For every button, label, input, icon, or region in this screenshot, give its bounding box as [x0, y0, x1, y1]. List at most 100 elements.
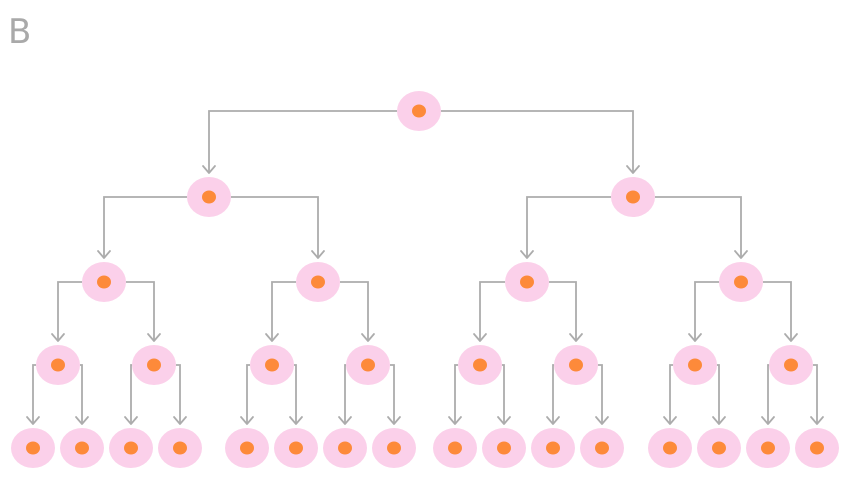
cell-nucleus — [361, 358, 375, 372]
connector-line — [344, 364, 346, 424]
arrowhead-icon — [473, 333, 487, 342]
connector-line — [669, 364, 673, 424]
connector-line — [57, 281, 82, 341]
arrowhead-icon — [26, 416, 40, 425]
cell — [531, 428, 575, 468]
cell-nucleus — [202, 190, 216, 204]
arrowhead-icon — [202, 165, 216, 174]
panel-label: B — [8, 12, 32, 52]
cell — [11, 428, 55, 468]
connector-line — [763, 281, 792, 341]
arrowhead-icon — [361, 333, 375, 342]
arrowhead-icon — [173, 416, 187, 425]
arrowhead-icon — [51, 333, 65, 342]
cell — [296, 262, 340, 302]
cell — [397, 91, 441, 131]
cell-nucleus — [546, 441, 560, 455]
cell-nucleus — [761, 441, 775, 455]
cell — [346, 345, 390, 385]
connector-line — [231, 196, 319, 258]
cell-nucleus — [712, 441, 726, 455]
cell-nucleus — [26, 441, 40, 455]
cell — [225, 428, 269, 468]
connector-line — [80, 364, 83, 424]
connector-line — [598, 364, 603, 424]
cell-nucleus — [663, 441, 677, 455]
cell-nucleus — [595, 441, 609, 455]
cell-nucleus — [124, 441, 138, 455]
arrowhead-icon — [595, 416, 609, 425]
cell — [697, 428, 741, 468]
connector-line — [526, 196, 611, 258]
cell — [554, 345, 598, 385]
connector-line — [340, 281, 369, 341]
arrowhead-icon — [520, 250, 534, 259]
connector-line — [694, 281, 719, 341]
cell-nucleus — [626, 190, 640, 204]
arrowhead-icon — [338, 416, 352, 425]
arrowhead-icon — [784, 333, 798, 342]
cell-nucleus — [569, 358, 583, 372]
connectors — [26, 110, 824, 425]
arrowhead-icon — [688, 333, 702, 342]
arrowhead-icon — [240, 416, 254, 425]
cell — [372, 428, 416, 468]
cell — [673, 345, 717, 385]
arrowhead-icon — [75, 416, 89, 425]
cell-nucleus — [240, 441, 254, 455]
connector-line — [454, 364, 458, 424]
cell — [109, 428, 153, 468]
arrowhead-icon — [448, 416, 462, 425]
cell-nucleus — [497, 441, 511, 455]
arrowhead-icon — [311, 250, 325, 259]
cell — [458, 345, 502, 385]
cell — [482, 428, 526, 468]
cell-nucleus — [784, 358, 798, 372]
arrowhead-icon — [810, 416, 824, 425]
cell — [746, 428, 790, 468]
arrowhead-icon — [289, 416, 303, 425]
cell — [795, 428, 839, 468]
connector-line — [294, 364, 297, 424]
arrowhead-icon — [626, 165, 640, 174]
arrowhead-icon — [712, 416, 726, 425]
connector-line — [176, 364, 181, 424]
cell — [250, 345, 294, 385]
connector-line — [502, 364, 505, 424]
connector-line — [390, 364, 395, 424]
cell — [580, 428, 624, 468]
connector-line — [441, 110, 634, 173]
connector-line — [32, 364, 36, 424]
arrowhead-icon — [265, 333, 279, 342]
connector-line — [479, 281, 505, 341]
cell-nucleus — [338, 441, 352, 455]
cell-nucleus — [75, 441, 89, 455]
connector-line — [767, 364, 769, 424]
cell-nucleus — [265, 358, 279, 372]
arrowhead-icon — [387, 416, 401, 425]
cell — [433, 428, 477, 468]
cell — [132, 345, 176, 385]
cell-nucleus — [473, 358, 487, 372]
cell-nucleus — [147, 358, 161, 372]
arrowhead-icon — [546, 416, 560, 425]
connector-line — [208, 110, 397, 173]
arrowhead-icon — [97, 250, 111, 259]
cell — [36, 345, 80, 385]
cell-nucleus — [734, 275, 748, 289]
cell — [719, 262, 763, 302]
cell — [323, 428, 367, 468]
arrowhead-icon — [761, 416, 775, 425]
cell — [274, 428, 318, 468]
connector-line — [130, 364, 132, 424]
connector-line — [655, 196, 742, 258]
cell — [769, 345, 813, 385]
arrowhead-icon — [147, 333, 161, 342]
cell — [648, 428, 692, 468]
arrowhead-icon — [569, 333, 583, 342]
connector-line — [126, 281, 155, 341]
cell — [611, 177, 655, 217]
cell-nucleus — [688, 358, 702, 372]
cell — [505, 262, 549, 302]
